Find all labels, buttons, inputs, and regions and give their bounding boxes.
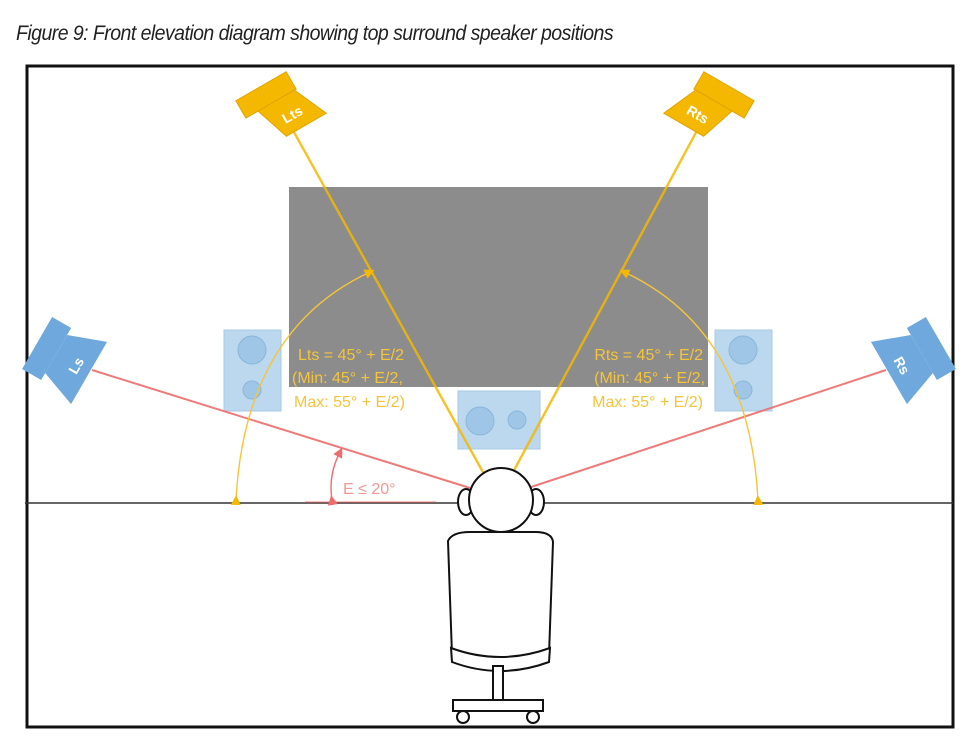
front-right-speaker bbox=[714, 329, 773, 412]
chair-stem bbox=[492, 665, 504, 702]
rs-speaker: Rs bbox=[870, 317, 956, 405]
tweeter-icon bbox=[507, 410, 527, 430]
rts-formula: Rts = 45° + E/2 bbox=[594, 347, 703, 364]
chair-base bbox=[452, 699, 544, 712]
rts-sightline bbox=[510, 124, 702, 475]
rts-angle-annotation: Rts = 45° + E/2 (Min: 45° + E/2, Max: 55… bbox=[592, 347, 705, 411]
tweeter-icon bbox=[733, 380, 753, 400]
lts-sightline bbox=[288, 124, 486, 475]
woofer-icon bbox=[728, 335, 758, 365]
room-frame bbox=[25, 64, 955, 729]
elevation-label: E ≤ 20° bbox=[343, 481, 396, 498]
listener bbox=[446, 467, 555, 724]
woofer-icon bbox=[465, 406, 495, 436]
lts-min: (Min: 45° + E/2, bbox=[292, 370, 403, 387]
chair-seat bbox=[449, 646, 552, 672]
ls-speaker-label: Ls bbox=[65, 354, 87, 376]
front-left-speaker bbox=[223, 329, 282, 412]
elevation-angle-arc bbox=[327, 447, 343, 506]
lts-angle-arc bbox=[230, 269, 375, 506]
lts-angle-annotation: Lts = 45° + E/2 (Min: 45° + E/2, Max: 55… bbox=[292, 347, 405, 411]
ls-speaker: Ls bbox=[22, 317, 108, 405]
figure-caption: Figure 9: Front elevation diagram showin… bbox=[16, 22, 614, 45]
rts-max: Max: 55° + E/2) bbox=[592, 394, 703, 411]
rts-min: (Min: 45° + E/2, bbox=[594, 370, 705, 387]
rts-angle-arc bbox=[619, 269, 764, 506]
listener-head bbox=[468, 467, 534, 533]
lts-formula: Lts = 45° + E/2 bbox=[298, 347, 404, 364]
lts-max: Max: 55° + E/2) bbox=[294, 394, 405, 411]
chair-back bbox=[446, 531, 555, 664]
center-speaker bbox=[457, 390, 541, 450]
woofer-icon bbox=[237, 335, 267, 365]
lts-speaker: Lts bbox=[235, 71, 328, 137]
chair-wheel-left bbox=[456, 710, 470, 724]
rs-sightline bbox=[527, 369, 887, 489]
chair-wheel-right bbox=[526, 710, 540, 724]
rts-speaker: Rts bbox=[662, 71, 755, 137]
rs-speaker-label: Rs bbox=[891, 354, 914, 378]
